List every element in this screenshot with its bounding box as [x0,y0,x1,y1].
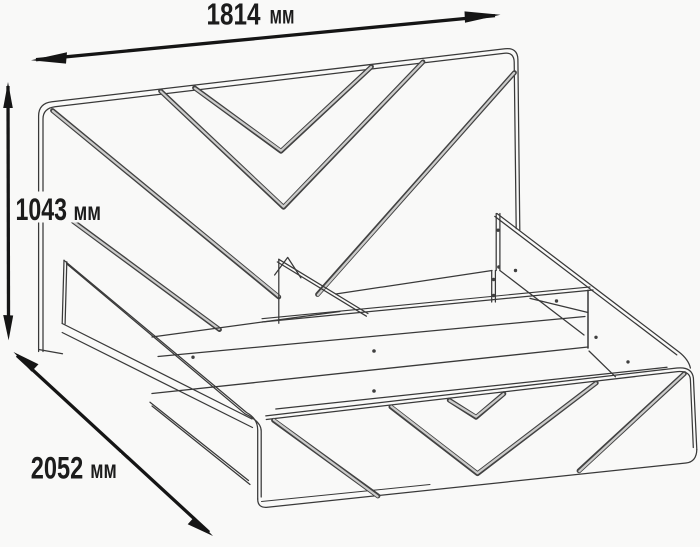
svg-text:мм: мм [74,196,102,226]
svg-text:мм: мм [90,454,117,484]
svg-text:2052: 2052 [31,450,84,486]
svg-text:мм: мм [270,0,295,29]
svg-text:1043: 1043 [16,191,68,227]
svg-text:1814: 1814 [207,0,261,31]
